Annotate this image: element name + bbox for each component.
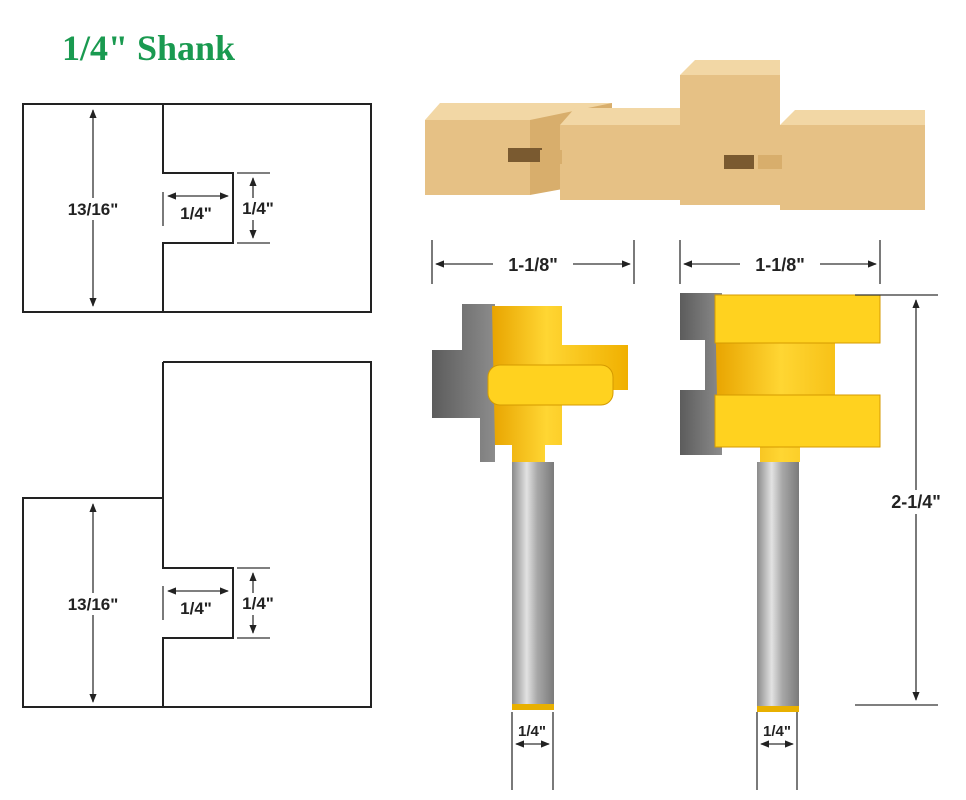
groove-depth-label: 1/4" <box>180 599 212 618</box>
tongue-joint-diagram: 13/16" 1/4" 1/4" <box>22 103 372 313</box>
right-bit-diameter-dimension: 1-1/8" <box>679 240 881 284</box>
wood-joint-samples <box>425 60 925 210</box>
tongue-router-bit <box>432 304 628 710</box>
left-shank-dimension: 1/4" <box>511 712 554 790</box>
cutter-diameter-label: 1-1/8" <box>755 255 805 275</box>
height-label: 13/16" <box>68 595 119 614</box>
shank-label: 1/4" <box>763 723 791 740</box>
groove-joint-diagram: 13/16" 1/4" 1/4" <box>22 361 372 708</box>
shank-label: 1/4" <box>518 723 546 740</box>
shank-size-title: 1/4" Shank <box>62 28 235 68</box>
height-label: 13/16" <box>68 200 119 219</box>
tongue-length-label: 1/4" <box>180 204 212 223</box>
groove-router-bit <box>680 293 881 712</box>
overall-length-label: 2-1/4" <box>891 492 941 512</box>
left-bit-diameter-dimension: 1-1/8" <box>431 240 635 284</box>
cutter-diameter-label: 1-1/8" <box>508 255 558 275</box>
tongue-width-label: 1/4" <box>242 199 274 218</box>
right-shank-dimension: 1/4" <box>756 712 798 790</box>
overall-length-dimension: 2-1/4" <box>855 294 956 706</box>
groove-width-label: 1/4" <box>242 594 274 613</box>
